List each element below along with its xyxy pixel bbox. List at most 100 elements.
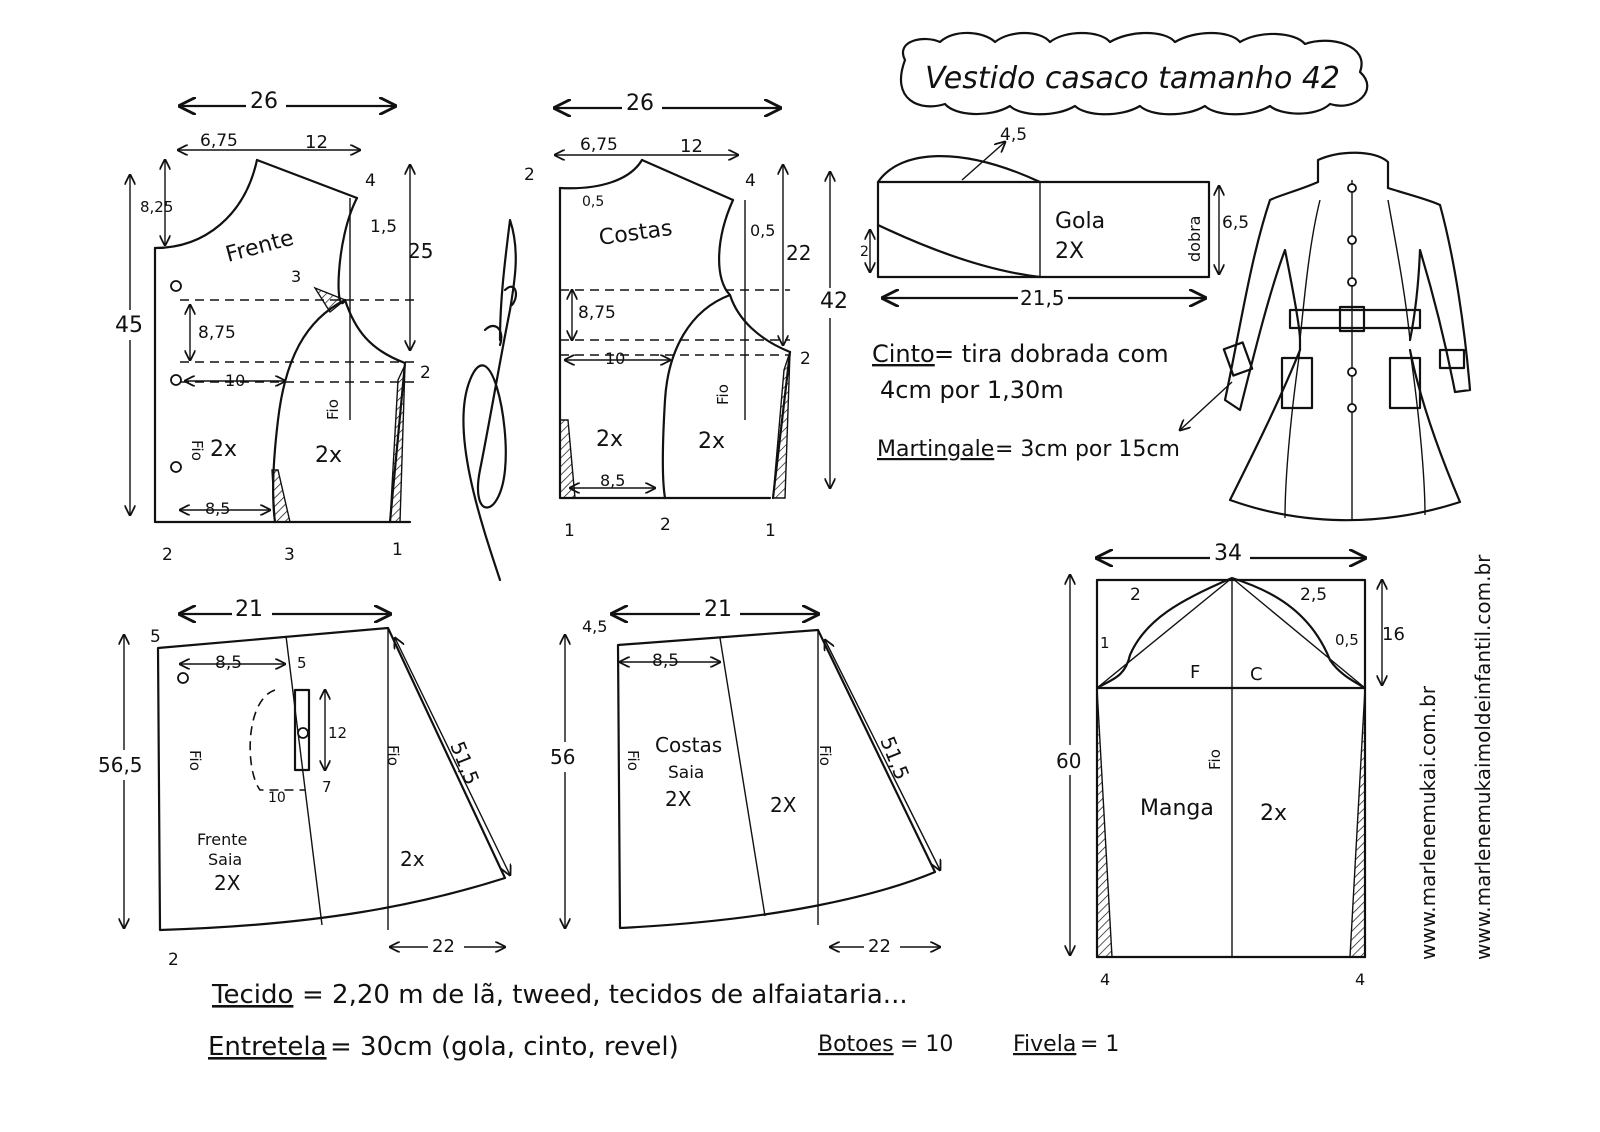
svg-text:www.marlenemukaimoldeinfantil.: www.marlenemukaimoldeinfantil.com.br bbox=[1471, 554, 1495, 960]
svg-text:2x: 2x bbox=[210, 437, 237, 462]
svg-text:C: C bbox=[1250, 664, 1263, 685]
button-mark bbox=[297, 727, 309, 739]
svg-text:1: 1 bbox=[765, 521, 776, 541]
svg-text:Fio: Fio bbox=[186, 750, 204, 771]
coat-button bbox=[1347, 235, 1357, 245]
coat-illustration bbox=[1180, 151, 1472, 522]
svg-text:3: 3 bbox=[291, 267, 301, 286]
coat-button bbox=[1347, 183, 1357, 193]
svg-text:45: 45 bbox=[115, 313, 143, 338]
svg-text:2x: 2x bbox=[698, 429, 725, 454]
coat-button bbox=[1347, 367, 1357, 377]
svg-text:56: 56 bbox=[550, 745, 575, 769]
svg-text:Fio: Fio bbox=[188, 440, 206, 461]
svg-text:1,5: 1,5 bbox=[370, 217, 397, 237]
svg-text:60: 60 bbox=[1056, 749, 1081, 773]
page-title: Vestido casaco tamanho 42 bbox=[925, 61, 1340, 96]
svg-text:2: 2 bbox=[524, 165, 535, 185]
svg-text:= 10: = 10 bbox=[900, 1032, 953, 1057]
svg-text:2x: 2x bbox=[400, 847, 425, 871]
costas-saia-piece: 21 4,5 8,5 56 51,5 22 Fio Fio Costas Sai… bbox=[548, 597, 940, 958]
svg-text:4: 4 bbox=[1100, 970, 1110, 989]
svg-text:F: F bbox=[1190, 662, 1200, 683]
svg-text:10: 10 bbox=[268, 790, 286, 806]
svg-text:2x: 2x bbox=[315, 443, 342, 468]
svg-text:0,5: 0,5 bbox=[1335, 631, 1359, 649]
svg-text:4,5: 4,5 bbox=[1000, 125, 1027, 145]
website-credits: www.marlenemukai.com.br www.marlenemukai… bbox=[1416, 554, 1495, 960]
svg-text:51,5: 51,5 bbox=[875, 733, 914, 783]
manga-piece: 34 60 16 2 2,5 1 0,5 F C Fio Manga 2x 4 … bbox=[1054, 541, 1405, 989]
svg-text:8,75: 8,75 bbox=[198, 323, 236, 343]
button-mark bbox=[177, 672, 189, 684]
costas-label: Costas bbox=[597, 216, 674, 251]
costas-piece: 26 6,75 12 22 42 2 0,5 4 0,5 8,75 10 8,5… bbox=[524, 91, 848, 541]
svg-text:dobra: dobra bbox=[1185, 216, 1204, 262]
svg-text:3: 3 bbox=[284, 545, 295, 565]
svg-text:2X: 2X bbox=[665, 787, 692, 811]
svg-text:21: 21 bbox=[704, 597, 732, 622]
svg-text:= 2,20 m de lã, tweed, tecidos: = 2,20 m de lã, tweed, tecidos de alfaia… bbox=[302, 980, 908, 1010]
svg-text:22: 22 bbox=[868, 936, 891, 957]
svg-text:2X: 2X bbox=[214, 871, 241, 895]
svg-text:21: 21 bbox=[235, 597, 263, 622]
svg-text:2X: 2X bbox=[1055, 239, 1084, 264]
coat-button bbox=[1347, 403, 1357, 413]
svg-text:4cm por 1,30m: 4cm por 1,30m bbox=[880, 376, 1064, 404]
svg-text:= 1: = 1 bbox=[1080, 1032, 1119, 1057]
svg-text:2x: 2x bbox=[596, 427, 623, 452]
svg-text:Fio: Fio bbox=[816, 745, 834, 766]
svg-text:2: 2 bbox=[800, 349, 811, 369]
svg-text:22: 22 bbox=[432, 936, 455, 957]
signature bbox=[462, 218, 518, 582]
svg-text:5: 5 bbox=[297, 654, 307, 672]
svg-text:Fio: Fio bbox=[384, 745, 402, 766]
svg-text:1: 1 bbox=[1100, 634, 1110, 652]
svg-text:8,25: 8,25 bbox=[140, 198, 173, 216]
svg-text:= 30cm (gola, cinto, revel): = 30cm (gola, cinto, revel) bbox=[330, 1032, 679, 1062]
svg-text:26: 26 bbox=[250, 89, 278, 114]
svg-text:8,5: 8,5 bbox=[600, 471, 625, 490]
svg-text:5: 5 bbox=[150, 627, 161, 647]
svg-text:2X: 2X bbox=[770, 793, 797, 817]
svg-text:21,5: 21,5 bbox=[1020, 286, 1065, 310]
svg-text:6,75: 6,75 bbox=[580, 135, 618, 155]
svg-text:4: 4 bbox=[365, 171, 376, 191]
svg-text:7: 7 bbox=[322, 778, 332, 796]
svg-text:= tira dobrada com: = tira dobrada com bbox=[934, 340, 1169, 368]
coat-button bbox=[1347, 277, 1357, 287]
title-bubble: Vestido casaco tamanho 42 bbox=[899, 31, 1369, 116]
svg-text:1: 1 bbox=[392, 540, 403, 560]
svg-text:42: 42 bbox=[820, 289, 848, 314]
button-mark bbox=[170, 461, 182, 473]
svg-text:12: 12 bbox=[328, 724, 347, 742]
svg-text:= 3cm por 15cm: = 3cm por 15cm bbox=[995, 437, 1180, 462]
svg-text:2: 2 bbox=[860, 244, 869, 260]
svg-text:Fio: Fio bbox=[714, 384, 732, 405]
svg-text:Fio: Fio bbox=[1206, 749, 1224, 770]
svg-text:Frente: Frente bbox=[197, 830, 247, 849]
svg-text:8,75: 8,75 bbox=[578, 303, 616, 323]
svg-text:12: 12 bbox=[305, 132, 328, 153]
svg-text:2: 2 bbox=[420, 363, 431, 383]
svg-text:Fivela: Fivela bbox=[1013, 1032, 1076, 1057]
frente-saia-piece: 21 5 8,5 5 12 7 10 56,5 51,5 22 Fio Fio … bbox=[96, 597, 510, 970]
svg-text:2: 2 bbox=[660, 515, 671, 535]
svg-text:Fio: Fio bbox=[324, 399, 342, 420]
svg-text:1: 1 bbox=[564, 521, 575, 541]
svg-text:8,5: 8,5 bbox=[215, 653, 242, 673]
frente-piece: 26 6,75 12 45 25 8,25 4 1,5 3 8,75 10 8,… bbox=[114, 89, 433, 565]
svg-text:Fio: Fio bbox=[624, 750, 642, 771]
svg-text:Cinto: Cinto bbox=[872, 340, 935, 368]
svg-text:10: 10 bbox=[605, 349, 625, 368]
svg-text:10: 10 bbox=[225, 371, 245, 390]
svg-text:2: 2 bbox=[162, 545, 173, 565]
svg-text:16: 16 bbox=[1382, 624, 1405, 645]
svg-text:4,5: 4,5 bbox=[582, 617, 607, 636]
svg-text:2,5: 2,5 bbox=[1300, 585, 1327, 605]
belt-notes: Cinto = tira dobrada com 4cm por 1,30m M… bbox=[872, 340, 1180, 462]
svg-text:Saia: Saia bbox=[208, 850, 242, 869]
svg-text:Botoes: Botoes bbox=[818, 1032, 894, 1057]
button-mark bbox=[170, 374, 182, 386]
